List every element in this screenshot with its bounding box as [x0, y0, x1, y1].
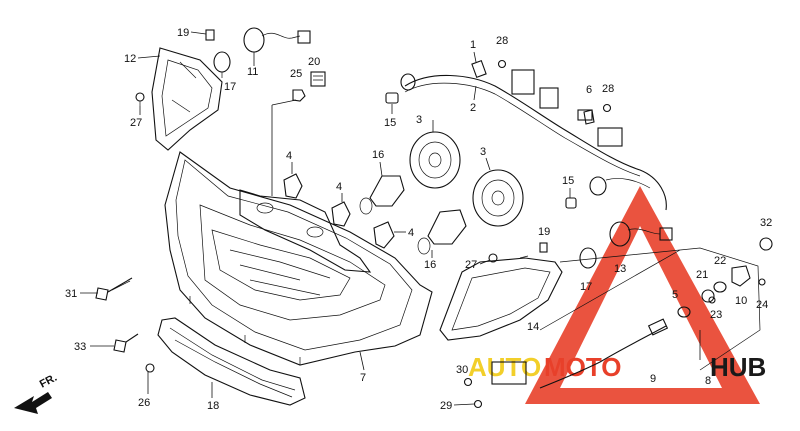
callout-21: 21: [696, 269, 708, 281]
headlight-socket-lower: [472, 157, 524, 227]
screw-28-right: [602, 103, 612, 113]
callout-1: 1: [470, 39, 476, 51]
position-light-cable: [491, 249, 701, 389]
clamp-1: [471, 60, 487, 78]
callout-20: 20: [308, 56, 320, 68]
callout-4-a: 4: [286, 150, 292, 162]
wire-harness: [400, 69, 667, 211]
connector-20: [310, 71, 326, 87]
grommet-6: [583, 109, 595, 125]
watermark-text-hub: HUB: [710, 352, 766, 382]
headlight-rim: [157, 317, 306, 406]
clip-19-right: [539, 242, 548, 253]
bulb-5: [677, 306, 691, 318]
left-signal-bulb: [213, 51, 231, 78]
callout-7: 7: [360, 372, 366, 384]
reflector-bracket: [239, 99, 372, 273]
callout-27-left: 27: [130, 117, 142, 129]
callout-26: 26: [138, 397, 150, 409]
right-signal-socket: [609, 221, 673, 247]
watermark: AUTO MOTO HUB: [468, 186, 766, 404]
callout-30: 30: [456, 364, 468, 376]
right-signal-bulb: [579, 247, 597, 269]
headlight-bulb-lower: [417, 209, 467, 258]
nut-23: [708, 296, 716, 304]
callout-3-lower: 3: [480, 146, 486, 158]
callout-17: 17: [224, 81, 236, 93]
callout-19: 19: [177, 27, 189, 39]
screw-24: [758, 278, 766, 286]
headlight-housing: [164, 151, 433, 366]
callout-4-b: 4: [336, 181, 342, 193]
callout-17-right: 17: [580, 281, 592, 293]
bolt-27-right: [488, 253, 498, 263]
grommet-21: [701, 289, 715, 303]
bolt-27-left: [135, 92, 145, 106]
headlight-bulb-upper: [359, 161, 405, 215]
callout-29: 29: [440, 400, 452, 412]
cap-10: [731, 265, 751, 287]
callout-2: 2: [470, 102, 476, 114]
front-direction-label: FR.: [38, 372, 59, 391]
front-direction-arrow: FR.: [14, 372, 59, 414]
callout-19-right: 19: [538, 226, 550, 238]
bolt-31: [95, 277, 133, 301]
callout-15-upper: 15: [384, 117, 396, 129]
callout-25: 25: [290, 68, 302, 80]
callout-12: 12: [124, 53, 136, 65]
callout-8: 8: [705, 375, 711, 387]
callout-31: 31: [65, 288, 77, 300]
screw-25: [292, 89, 306, 102]
bolt-33: [113, 333, 139, 353]
callout-13: 13: [614, 263, 626, 275]
rubber-cap-4b: [331, 193, 351, 227]
right-turn-signal-lens: [439, 255, 563, 341]
left-turn-signal-lens: [151, 47, 223, 151]
bulb-15-upper: [385, 92, 399, 104]
left-signal-socket: [243, 27, 311, 66]
watermark-text-auto: AUTO: [468, 352, 541, 382]
screw-26: [145, 363, 155, 373]
callout-22: 22: [714, 255, 726, 267]
callout-33: 33: [74, 341, 86, 353]
callout-28-right: 28: [602, 83, 614, 95]
callout-11: 11: [247, 66, 258, 78]
callout-10: 10: [735, 295, 747, 307]
rubber-cap-4c: [373, 221, 406, 249]
callout-24: 24: [756, 299, 768, 311]
callout-16-upper: 16: [372, 149, 384, 161]
bracket-outline: [559, 247, 761, 371]
callout-6: 6: [586, 84, 592, 96]
clip-19: [205, 29, 215, 41]
callout-5: 5: [672, 289, 678, 301]
screw-29: [473, 399, 483, 409]
callout-18: 18: [207, 400, 219, 412]
callout-23: 23: [710, 309, 722, 321]
callout-4-c: 4: [408, 227, 414, 239]
washer-22: [713, 281, 727, 293]
callout-32: 32: [760, 217, 772, 229]
callout-14: 14: [527, 321, 539, 333]
screw-28-top: [497, 59, 507, 69]
bulb-15-lower: [565, 197, 577, 209]
rubber-cap-4a: [283, 162, 303, 199]
callout-9: 9: [650, 373, 656, 385]
callout-27-right: 27: [465, 259, 477, 271]
ring-32: [759, 237, 773, 251]
callout-3-upper: 3: [416, 114, 422, 126]
screw-30: [463, 377, 473, 387]
callout-labels: 19 12 17 11 27 20 25 4 4 4 15 3 3 16 16 …: [65, 27, 772, 412]
callout-28-top: 28: [496, 35, 508, 47]
callout-16-lower: 16: [424, 259, 436, 271]
headlight-socket-upper: [409, 120, 461, 189]
callout-15-lower: 15: [562, 175, 574, 187]
